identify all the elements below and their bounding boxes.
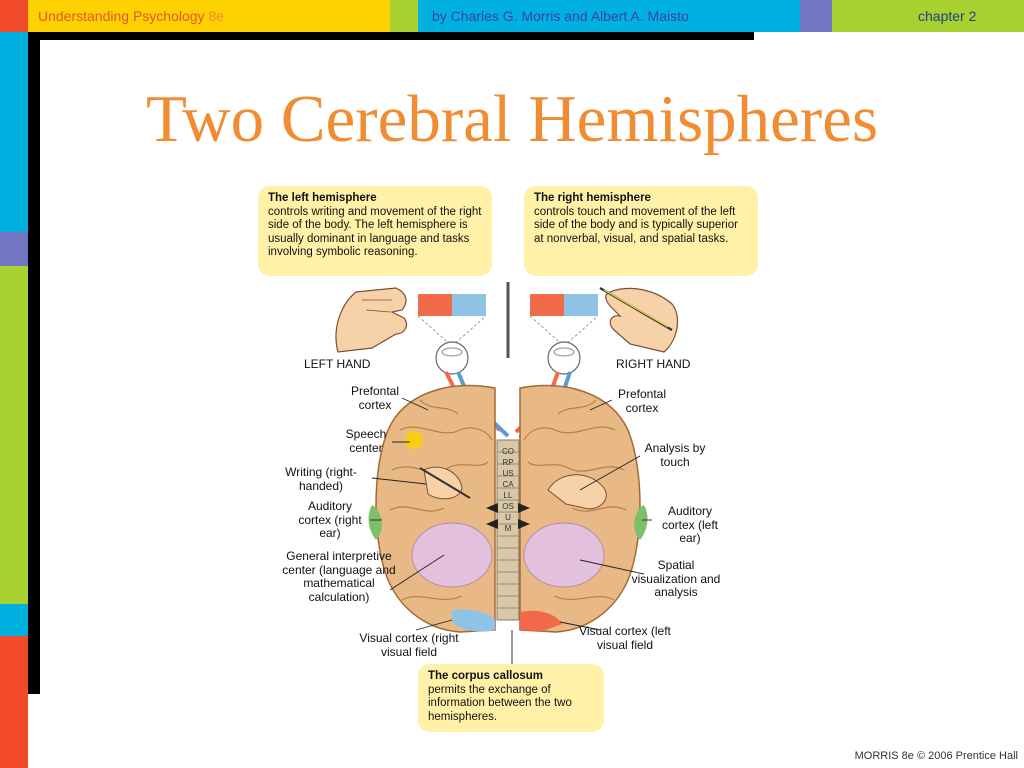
left-hemisphere bbox=[368, 384, 496, 633]
speech-center-label: Speech center bbox=[345, 427, 387, 455]
header-bar: Understanding Psychology 8e by Charles G… bbox=[0, 0, 1024, 32]
writing-hand-icon bbox=[419, 466, 471, 500]
right-hemisphere-callout: The right hemisphere controls touch and … bbox=[524, 186, 758, 276]
footer-copyright: MORRIS 8e © 2006 Prentice Hall bbox=[854, 750, 1018, 762]
frame-left-border bbox=[28, 32, 40, 694]
header-accent-lime bbox=[390, 0, 418, 32]
exchange-arrows bbox=[486, 503, 530, 529]
right-hemisphere-heading: The right hemisphere bbox=[534, 192, 651, 204]
sidebar-stripe-red bbox=[0, 636, 28, 768]
header-accent-red bbox=[0, 0, 28, 32]
right-hand-illustration bbox=[599, 287, 679, 353]
left-blue-square bbox=[452, 294, 486, 316]
header-accent-purple bbox=[800, 0, 832, 32]
corpus-callosum-body: permits the exchange of information betw… bbox=[428, 683, 572, 723]
sidebar-stripe-cyan-2 bbox=[0, 604, 28, 636]
header-title-block bbox=[28, 0, 390, 32]
book-title: Understanding Psychology 8e bbox=[38, 8, 225, 24]
visual-cortex-left-label: Visual cortex (right visual field bbox=[359, 631, 459, 659]
sidebar-stripe-purple bbox=[0, 232, 28, 266]
left-hemisphere-callout: The left hemisphere controls writing and… bbox=[258, 186, 492, 276]
prefrontal-cortex-left-label: Prefontal cortex bbox=[350, 384, 400, 412]
corpus-callosum bbox=[496, 439, 520, 621]
prefrontal-cortex-right-label: Prefontal cortex bbox=[617, 387, 667, 415]
left-eye bbox=[435, 341, 469, 375]
left-hand-illustration bbox=[335, 287, 408, 353]
auditory-cortex-left-label: Auditory cortex (right ear) bbox=[298, 499, 362, 540]
right-blue-square bbox=[564, 294, 598, 316]
analysis-by-touch-label: Analysis by touch bbox=[644, 441, 706, 469]
auditory-cortex-right-label: Auditory cortex (left ear) bbox=[661, 504, 718, 545]
header-author-block bbox=[418, 0, 800, 32]
right-hand-label: RIGHT HAND bbox=[616, 357, 691, 371]
writing-label: Writing (right-handed) bbox=[285, 465, 357, 493]
left-hemisphere-body: controls writing and movement of the rig… bbox=[268, 205, 482, 259]
visual-cortex-right-label: Visual cortex (left visual field bbox=[579, 624, 671, 652]
right-eye bbox=[547, 341, 581, 375]
left-hand-label: LEFT HAND bbox=[304, 357, 371, 371]
leader-lines bbox=[370, 397, 652, 664]
right-red-square bbox=[530, 294, 564, 316]
right-hemisphere-body: controls touch and movement of the left … bbox=[534, 205, 738, 245]
left-hemisphere-heading: The left hemisphere bbox=[268, 192, 377, 204]
left-red-square bbox=[418, 294, 452, 316]
slide-title: Two Cerebral Hemispheres bbox=[145, 82, 879, 156]
corpus-callosum-vertical-label: CORPUS CALLOSUM bbox=[502, 447, 514, 533]
frame-top-border bbox=[28, 32, 754, 40]
header-chapter-block bbox=[832, 0, 1024, 32]
corpus-callosum-callout: The corpus callosum permits the exchange… bbox=[418, 664, 604, 732]
book-authors: by Charles G. Morris and Albert A. Maist… bbox=[432, 8, 689, 24]
sidebar-stripe-lime bbox=[0, 266, 28, 604]
corpus-callosum-fibers bbox=[497, 451, 519, 609]
right-hemisphere bbox=[519, 384, 648, 633]
chapter-label: chapter 2 bbox=[918, 8, 977, 24]
general-interpretive-label: General interpretive center (language an… bbox=[282, 549, 396, 604]
corpus-callosum-heading: The corpus callosum bbox=[428, 670, 544, 682]
spatial-visualization-label: Spatial visualization and analysis bbox=[631, 558, 721, 599]
sidebar-stripe-cyan bbox=[0, 32, 28, 232]
